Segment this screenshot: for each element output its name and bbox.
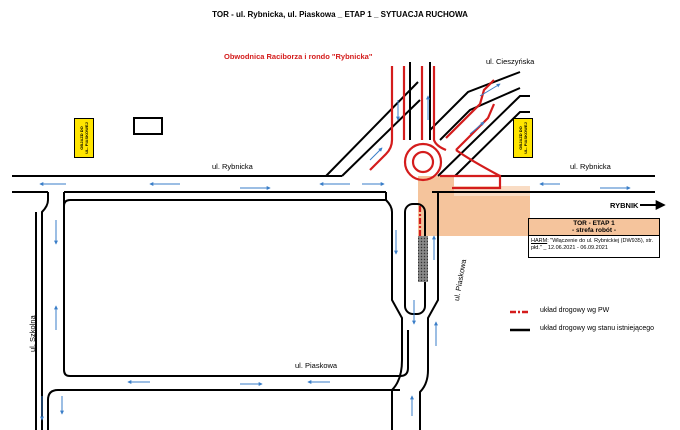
label-rybnik: RYBNIK	[610, 201, 639, 210]
map-title: TOR - ul. Rybnicka, ul. Piaskowa _ ETAP …	[212, 10, 468, 19]
info-heading: TOR - ETAP 1	[573, 220, 615, 227]
road-west-block	[35, 117, 409, 430]
work-zone	[418, 176, 530, 236]
legend-lines	[510, 310, 530, 332]
harm-label: HARM	[531, 238, 548, 244]
hatched-island	[418, 236, 428, 282]
traffic-flow-arrows	[39, 83, 631, 421]
label-cieszynska: ul. Cieszyńska	[486, 57, 535, 66]
label-piaskowa-bottom: ul. Piaskowa	[295, 361, 338, 370]
info-subheading: - strefa robót -	[571, 227, 617, 234]
info-box-body: HARM: "Włączenie do ul. Rybnickiej (DW93…	[528, 236, 660, 258]
harm-text: : "Włączenie do ul. Rybnickiej (DW935), …	[531, 238, 654, 251]
label-szkolna: ul. Szkolna	[28, 315, 37, 352]
work-zone-info-box: TOR - ETAP 1 - strefa robót - HARM: "Włą…	[528, 218, 660, 258]
road-north	[325, 62, 530, 177]
new-road-layout	[369, 66, 502, 246]
info-box-header: TOR - ETAP 1 - strefa robót -	[528, 218, 660, 236]
label-rybnicka-left: ul. Rybnicka	[212, 162, 253, 171]
legend-item-pw: układ drogowy wg PW	[540, 307, 610, 314]
ring-road-title: Obwodnica Raciborza i rondo "Rybnicka"	[224, 52, 373, 61]
legend-item-existing: układ drogowy wg stanu istniejącego	[540, 325, 655, 332]
label-rybnicka-right: ul. Rybnicka	[570, 162, 611, 171]
